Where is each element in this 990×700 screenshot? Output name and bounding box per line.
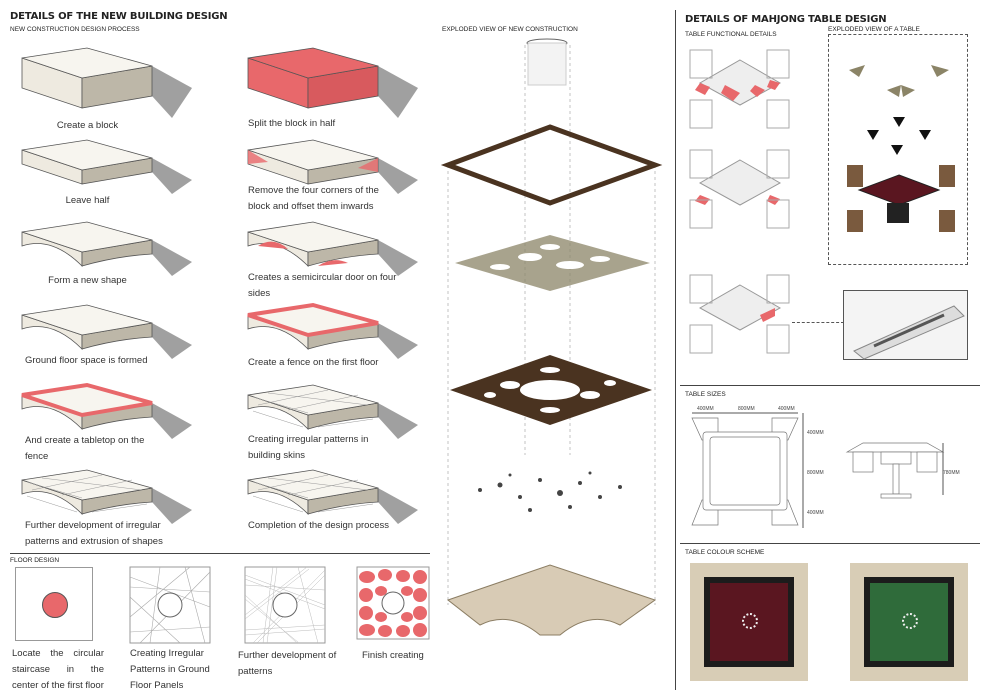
floor-caption-1: Locate the circular staircase in the cen… [12,648,104,691]
step-caption-12: Completion of the design process [248,520,389,531]
scattered-pieces [478,471,622,512]
floor-panel-2 [129,566,211,644]
step-caption-7: Ground floor space is formed [25,355,148,366]
drawer-detail-view [843,290,968,360]
divider [680,543,980,544]
khaki-layer-openings [490,244,610,270]
step-caption-11: Further development of irregular pattern… [25,520,163,547]
floor-caption-4: Finish creating [362,650,424,661]
step-caption-10: Creating irregular patterns in building … [248,434,369,461]
colour-title: TABLE COLOUR SCHEME [685,549,765,556]
divider [10,553,430,554]
floor-panel-4 [356,566,430,640]
column-divider [675,10,676,690]
table-function-1 [689,49,790,129]
dim-w2: 800MM [738,406,755,412]
step-diagram-12 [247,469,418,524]
tile-ring [902,613,918,629]
tile-ring [742,613,758,629]
floor-caption-2: Creating Irregular Patterns in Ground Fl… [130,648,210,691]
spiral-staircase [526,38,568,86]
dim-h2: 800MM [807,470,824,476]
red-scheme-table [690,563,808,681]
step-diagram-9 [21,382,192,439]
step-caption-6: Creates a semicircular door on four side… [248,272,397,299]
dim-w3: 400MM [778,406,795,412]
step-diagram-7 [21,304,192,359]
functional-title: TABLE FUNCTIONAL DETAILS [685,31,777,38]
dim-h3: 400MM [807,510,824,516]
mahjong-title: DETAILS OF MAHJONG TABLE DESIGN [685,14,887,25]
pattern-layer-khaki [455,235,650,291]
dim-height: 780MM [943,470,960,476]
floor-panel-3 [244,566,326,644]
building-skin [446,564,657,636]
building-design-title: DETAILS OF THE NEW BUILDING DESIGN [10,11,228,22]
drawer-detail-drawing [853,305,965,360]
step-caption-1: Create a block [56,120,119,131]
step-diagram-8 [247,302,418,359]
functional-details-drawings [689,49,790,354]
step-caption-5: Form a new shape [48,275,127,286]
table-elevation-drawing [845,442,945,499]
process-title: NEW CONSTRUCTION DESIGN PROCESS [10,26,140,33]
step-diagram-11 [21,469,192,524]
roof-frame [440,124,663,206]
step-diagram-2 [247,47,418,118]
step-caption-4: Remove the four corners of the block and… [248,185,379,212]
staircase-circle [42,592,68,618]
sizes-title: TABLE SIZES [685,391,726,398]
divider [680,385,980,386]
green-scheme-table [850,563,968,681]
dim-w1: 400MM [697,406,714,412]
brown-layer-openings [484,367,616,413]
step-diagram-5 [21,221,192,276]
step-diagram-4 [247,139,418,194]
floor-caption-3: Further development of patterns [238,650,337,677]
exploded-table-drawing [847,65,955,232]
table-plan-drawing [691,412,804,528]
dim-h1: 400MM [807,430,824,436]
step-diagram-10 [247,384,418,439]
table-function-3 [689,274,790,354]
floor-design-title: FLOOR DESIGN [10,557,60,564]
step-diagram-6 [247,221,418,276]
floor-panel-1 [15,567,93,641]
table-function-2 [689,149,790,229]
exploded-table-frame [828,34,968,265]
step-caption-8: Create a fence on the first floor [248,357,379,368]
exploded-view-title: EXPLODED VIEW OF NEW CONSTRUCTION [442,26,578,33]
exploded-table-title: EXPLODED VIEW OF A TABLE [828,26,920,33]
step-caption-9: And create a tabletop on the fence [25,435,145,462]
step-diagram-3 [21,139,192,194]
detail-leader [792,322,844,323]
exploded-view-drawing [440,38,663,636]
step-caption-2: Split the block in half [248,118,336,129]
step-caption-3: Leave half [65,195,110,206]
step-diagram-1 [21,47,192,118]
